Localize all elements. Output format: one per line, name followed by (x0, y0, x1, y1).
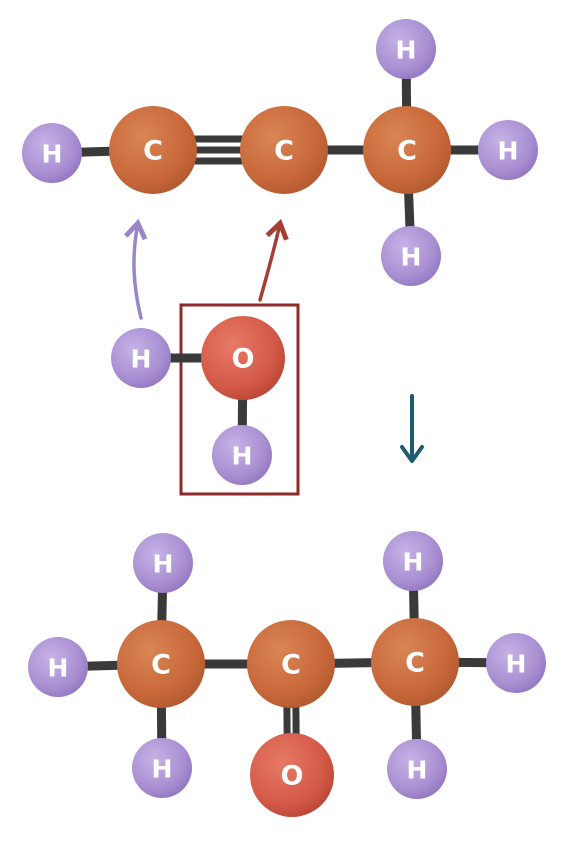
propyne-h-bottom-sphere (381, 226, 441, 286)
water-h-left-label: H (131, 345, 152, 374)
acetone-o-label: O (281, 761, 304, 792)
acetone-h-right: H (486, 633, 546, 693)
propyne-c1-label: C (143, 136, 163, 167)
hydroxide-highlight-box (179, 303, 300, 496)
acetone-h-right-label: H (506, 650, 527, 679)
acetone-c2-sphere (247, 620, 335, 708)
propyne-c3-label: C (397, 136, 417, 167)
propyne-c2-sphere (240, 106, 328, 194)
water-h-bottom-sphere (212, 425, 272, 485)
propyne-h-top-label: H (396, 36, 417, 65)
propyne-c1: C (109, 106, 197, 194)
propyne-h-bottom-label: H (401, 243, 422, 272)
arrow-h-to-c1 (123, 218, 148, 320)
acetone-h-left-label: H (48, 654, 69, 683)
water-h-left-sphere (111, 328, 171, 388)
propyne-h-top: H (376, 19, 436, 79)
propyne-h-right: H (478, 120, 538, 180)
acetone-o-sphere (250, 733, 334, 817)
water-o-sphere (201, 316, 285, 400)
reaction-arrow-head (400, 445, 424, 463)
acetone-h-right-sphere (486, 633, 546, 693)
propyne-molecule: H C C C H H H (22, 19, 538, 286)
acetone-molecule: H C C C H H H H H O (28, 531, 546, 817)
water-o: O (201, 316, 285, 400)
acetone-h-c3-top: H (383, 531, 443, 591)
acetone-h-left: H (28, 637, 88, 697)
water-o-label: O (232, 344, 255, 375)
acetone-h-c3-bottom-sphere (387, 739, 447, 799)
acetone-h-c3-top-label: H (403, 548, 424, 577)
water-atoms: H O H (111, 316, 285, 485)
acetone-c1-label: C (151, 650, 171, 681)
water-molecule: H O H (111, 316, 285, 485)
acetone-h-c1-top-sphere (133, 533, 193, 593)
acetone-o: O (250, 733, 334, 817)
acetone-h-left-sphere (28, 637, 88, 697)
acetone-h-c1-bottom-label: H (152, 755, 173, 784)
propyne-h-right-sphere (478, 120, 538, 180)
water-h-left: H (111, 328, 171, 388)
acetone-c3-label: C (405, 648, 425, 679)
propyne-c3: C (363, 106, 451, 194)
arrow-oh-to-c2 (258, 218, 289, 302)
acetone-c2-label: C (281, 650, 301, 681)
propyne-c1-sphere (109, 106, 197, 194)
acetone-h-c1-top-label: H (153, 550, 174, 579)
acetone-h-c3-bottom-label: H (407, 756, 428, 785)
acetone-h-c1-bottom: H (132, 738, 192, 798)
acetone-c2: C (247, 620, 335, 708)
acetone-h-c1-bottom-sphere (132, 738, 192, 798)
acetone-h-c1-top: H (133, 533, 193, 593)
propyne-c3-sphere (363, 106, 451, 194)
propyne-h-right-label: H (498, 137, 519, 166)
acetone-c3-sphere (371, 618, 459, 706)
acetone-h-c3-top-sphere (383, 531, 443, 591)
acetone-h-c3-bottom: H (387, 739, 447, 799)
acetone-c1-sphere (117, 620, 205, 708)
propyne-h-bottom: H (381, 226, 441, 286)
propyne-c2: C (240, 106, 328, 194)
mechanism-arrows (123, 218, 289, 320)
propyne-atoms: H C C C H H H (22, 19, 538, 286)
propyne-h1-sphere (22, 123, 82, 183)
reaction-arrow (400, 394, 424, 463)
propyne-c2-label: C (274, 136, 294, 167)
acetone-atoms: H C C C H H H H H O (28, 531, 546, 817)
water-h-bottom: H (212, 425, 272, 485)
acetone-c3: C (371, 618, 459, 706)
propyne-h-top-sphere (376, 19, 436, 79)
acetone-c1: C (117, 620, 205, 708)
propyne-h1: H (22, 123, 82, 183)
propyne-h1-label: H (42, 140, 63, 169)
water-h-bottom-label: H (232, 442, 253, 471)
